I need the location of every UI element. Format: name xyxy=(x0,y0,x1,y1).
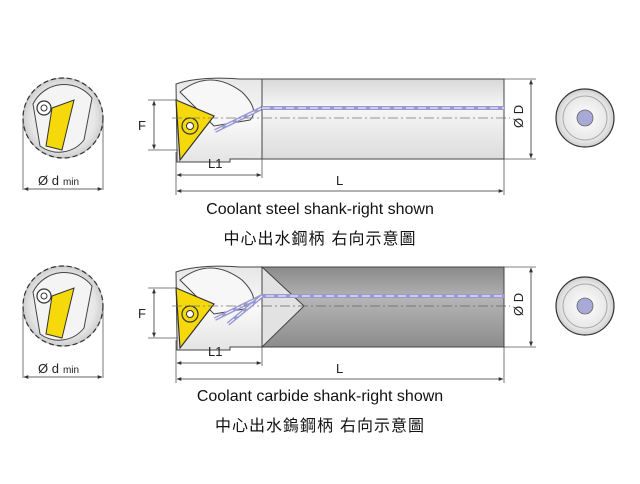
dim-l1-label: L1 xyxy=(208,344,222,359)
dim-d-label: Ø D xyxy=(511,293,526,316)
dim-l-label: L xyxy=(336,361,343,376)
caption-carbide-zh: 中心出水鎢鋼柄 右向示意圖 xyxy=(214,416,426,435)
dim-l-label: L xyxy=(336,173,343,188)
dim-f-label: F xyxy=(138,306,146,321)
caption-steel-en: Coolant steel shank-right shown xyxy=(206,201,434,218)
caption-carbide-en: Coolant carbide shank-right shown xyxy=(196,388,444,405)
dim-l1-label: L1 xyxy=(208,156,222,171)
dim-f-label: F xyxy=(138,118,146,133)
dim-d-label: Ø D xyxy=(511,105,526,128)
caption-steel-zh: 中心出水鋼柄 右向示意圖 xyxy=(223,229,417,248)
